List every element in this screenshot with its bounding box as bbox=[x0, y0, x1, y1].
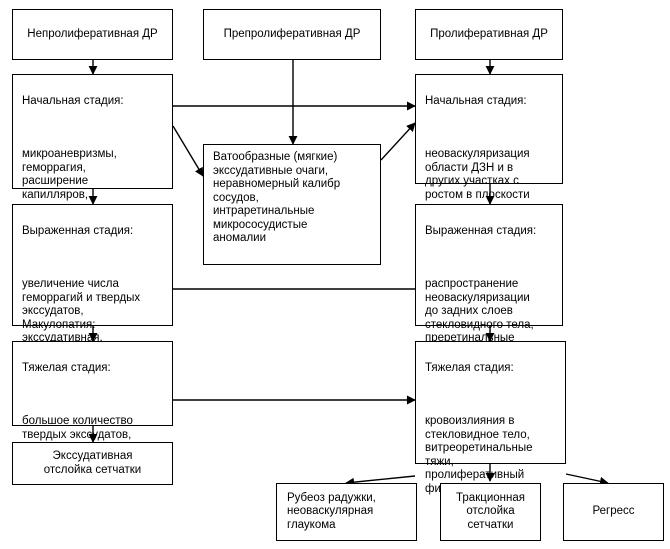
stage-title: Начальная стадия: bbox=[425, 94, 527, 107]
stage-title: Выраженная стадия: bbox=[22, 224, 134, 237]
prolif-initial-stage: Начальная стадия: неоваскуляризация обла… bbox=[415, 74, 563, 214]
header-nonproliferative: Непролиферативная ДР bbox=[12, 9, 173, 60]
prolif-severe-stage: Тяжелая стадия: кровоизлияния в стеклови… bbox=[415, 341, 566, 495]
preprolif-signs-box: Ватообразные (мягкие) экссудативные очаг… bbox=[203, 144, 381, 265]
nonprolif-initial-stage: Начальная стадия: микроаневризмы, геморр… bbox=[12, 74, 173, 214]
arrow-initial-to-preprolif bbox=[172, 125, 204, 177]
stage-title: Выраженная стадия: bbox=[425, 224, 537, 237]
nonprolif-severe-stage: Тяжелая стадия: большое количество тверд… bbox=[12, 341, 173, 454]
arrow-severe-to-rubeosis bbox=[345, 475, 416, 487]
header-preproliferative: Препролиферативная ДР bbox=[203, 9, 381, 60]
arrow-severe-to-regress bbox=[565, 473, 609, 486]
prolif-expressed-stage: Выраженная стадия: распространение неова… bbox=[415, 204, 563, 358]
stage-title: Тяжелая стадия: bbox=[425, 361, 514, 374]
traction-detachment-box: Тракционная отслойка сетчатки bbox=[440, 483, 541, 541]
nonprolif-expressed-stage: Выраженная стадия: увеличение числа гемо… bbox=[12, 204, 173, 358]
stage-body: кровоизлияния в стекловидное тело, витре… bbox=[425, 415, 533, 495]
rubeosis-glaucoma-box: Рубеоз радужки, неоваскулярная глаукома bbox=[276, 483, 417, 541]
stage-title: Начальная стадия: bbox=[22, 94, 124, 107]
exudative-detachment-box: Экссудативная отслойка сетчатки bbox=[12, 442, 173, 485]
regress-box: Регресс bbox=[563, 483, 664, 541]
arrow-preprolif-to-prolif-initial bbox=[380, 122, 416, 161]
header-proliferative: Пролиферативная ДР bbox=[415, 9, 563, 60]
stage-title: Тяжелая стадия: bbox=[22, 361, 111, 374]
